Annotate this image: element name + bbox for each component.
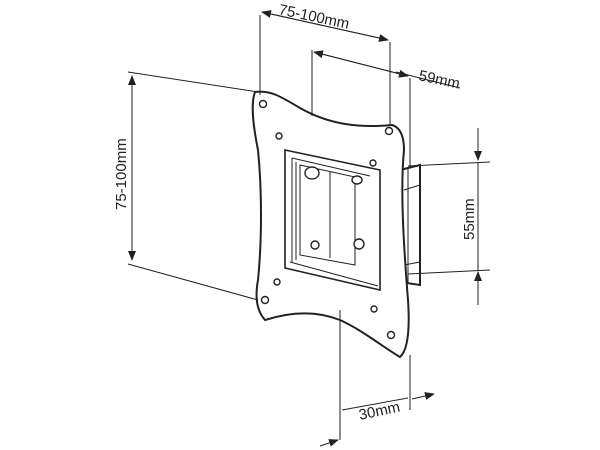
vesa-hole bbox=[260, 295, 270, 305]
bolt-head-top bbox=[304, 166, 320, 180]
vesa-hole bbox=[369, 159, 377, 167]
vesa-hole bbox=[370, 305, 378, 313]
vesa-hole bbox=[258, 99, 268, 109]
dim-right-height-label: 55mm bbox=[461, 198, 478, 240]
vesa-hole bbox=[386, 330, 396, 340]
dim-depth-top-label: 59mm bbox=[417, 67, 461, 92]
dim-left-height-label: 75-100mm bbox=[113, 138, 130, 210]
dim-right-height: 55mm bbox=[407, 128, 491, 305]
vesa-hole bbox=[275, 132, 283, 140]
vesa-hole bbox=[273, 278, 281, 286]
vesa-plate bbox=[251, 90, 410, 359]
dim-left-height: 75-100mm bbox=[113, 71, 259, 301]
dim-bottom-depth-label: 30mm bbox=[357, 399, 401, 424]
vesa-hole bbox=[384, 126, 394, 136]
dim-top-width-label: 75-100mm bbox=[277, 1, 351, 33]
dim-depth-top: 59mm bbox=[311, 50, 461, 168]
